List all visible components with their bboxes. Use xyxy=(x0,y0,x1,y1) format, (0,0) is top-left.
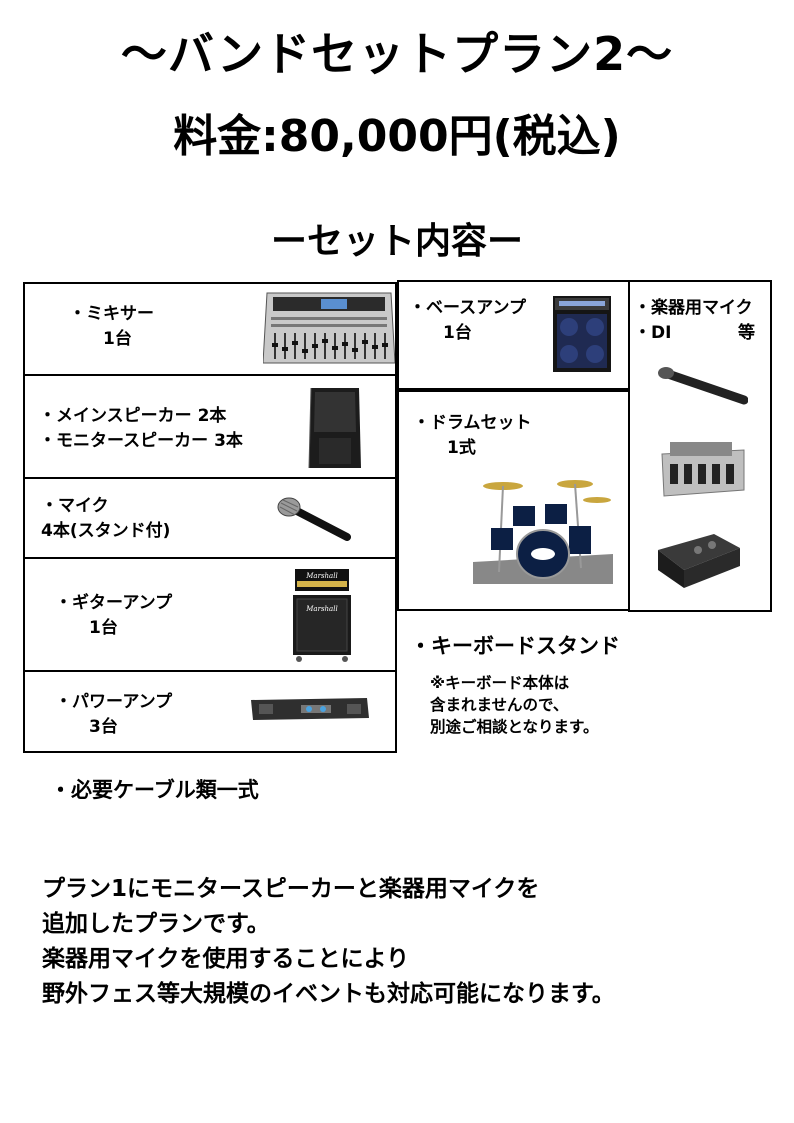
bass-amp-image xyxy=(551,294,613,374)
mixer-box: ・ミキサー 1台 xyxy=(23,282,397,376)
keyboard-stand-label: ・キーボードスタンド xyxy=(410,634,620,658)
main-speaker-label: ・メインスピーカー 2本 xyxy=(39,406,227,426)
mic-case-image xyxy=(660,440,746,498)
inst-mic-box: ・楽器用マイク ・DI 等 xyxy=(628,280,772,612)
drum-label: ・ドラムセット 1式 xyxy=(413,413,532,458)
guitar-amp-image: Marshall Marshall xyxy=(291,567,353,663)
mixer-label: ・ミキサー 1台 xyxy=(69,304,154,349)
bass-amp-box: ・ベースアンプ 1台 xyxy=(397,280,630,390)
svg-text:Marshall: Marshall xyxy=(305,605,337,613)
power-amp-image xyxy=(251,696,369,722)
inst-mic-image xyxy=(658,366,748,408)
monitor-speaker-label: ・モニタースピーカー 3本 xyxy=(39,431,243,451)
inst-mic-label: ・楽器用マイク xyxy=(634,298,753,318)
description: プラン1にモニタースピーカーと楽器用マイクを 追加したプランです。 楽器用マイク… xyxy=(42,872,615,1012)
description-line: 野外フェス等大規模のイベントも対応可能になります。 xyxy=(42,981,615,1007)
description-line: 追加したプランです。 xyxy=(42,911,270,937)
power-amp-label: ・パワーアンプ 3台 xyxy=(55,692,173,737)
plan-title: 〜バンドセットプラン2〜 xyxy=(120,27,674,81)
mic-box: ・マイク 4本(スタンド付) xyxy=(23,477,397,559)
svg-text:Marshall: Marshall xyxy=(305,572,337,580)
cables-label: ・必要ケーブル類一式 xyxy=(50,778,259,802)
mixer-image xyxy=(263,289,395,367)
drum-box: ・ドラムセット 1式 xyxy=(397,390,630,611)
di-suffix: 等 xyxy=(738,323,755,343)
description-line: プラン1にモニタースピーカーと楽器用マイクを xyxy=(42,876,540,902)
description-line: 楽器用マイクを使用することにより xyxy=(42,946,410,972)
power-amp-box: ・パワーアンプ 3台 xyxy=(23,670,397,753)
section-title: ーセット内容ー xyxy=(270,221,523,262)
di-label: ・DI xyxy=(634,323,672,343)
bass-amp-label: ・ベースアンプ 1台 xyxy=(409,298,526,343)
di-box-image xyxy=(654,530,742,590)
speaker-box: ・メインスピーカー 2本 ・モニタースピーカー 3本 xyxy=(23,374,397,479)
speaker-image xyxy=(307,386,363,470)
drum-image xyxy=(473,476,613,586)
mic-label: ・マイク 4本(スタンド付) xyxy=(41,496,171,541)
keyboard-note: ※キーボード本体は 含まれませんので、 別途ご相談となります。 xyxy=(430,674,599,736)
guitar-amp-label: ・ギターアンプ 1台 xyxy=(55,593,173,638)
price-text: 料金:80,000円(税込) xyxy=(173,111,621,162)
mic-image xyxy=(277,497,351,543)
guitar-amp-box: ・ギターアンプ 1台 Marshall Marshall xyxy=(23,557,397,672)
